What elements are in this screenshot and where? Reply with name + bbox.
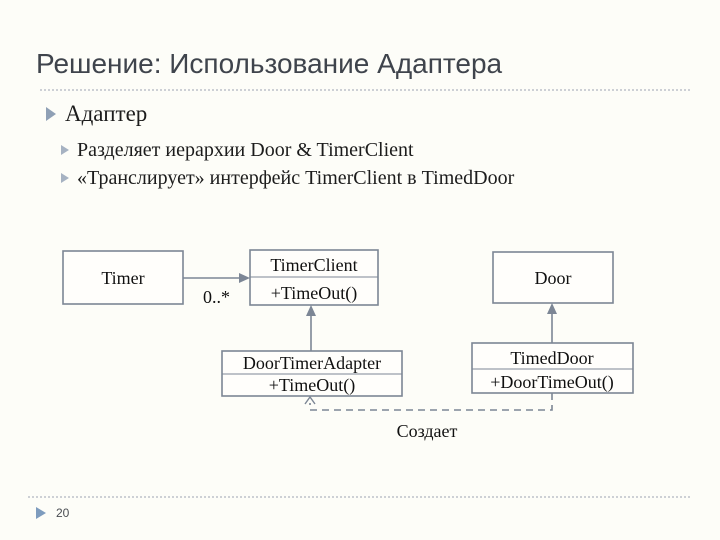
class-box-timer: Timer	[62, 250, 184, 305]
class-method-doortimeout: +DoorTimeOut()	[490, 372, 614, 393]
association-timer-timerclient: 0..*	[183, 273, 250, 307]
inheritance-adapter-timerclient	[306, 305, 316, 351]
bullet-text: «Транслирует» интерфейс TimerClient в Ti…	[77, 167, 515, 189]
creates-label: Создает	[397, 421, 458, 441]
bullet-text: Разделяет иерархии Door & TimerClient	[77, 139, 414, 161]
slide-title: Решение: Использование Адаптера	[36, 48, 503, 79]
class-box-timerclient: TimerClient +TimeOut()	[249, 249, 379, 306]
arrowhead-open-up-icon	[304, 395, 316, 405]
class-name-doortimeradapter: DoorTimerAdapter	[243, 353, 381, 373]
class-box-door: Door	[492, 251, 614, 304]
class-method-timeout: +TimeOut()	[271, 283, 358, 304]
inheritance-timeddoor-door	[547, 303, 557, 343]
arrowhead-up-icon	[547, 303, 557, 314]
multiplicity-label: 0..*	[203, 287, 230, 307]
class-box-timeddoor: TimedDoor +DoorTimeOut()	[471, 342, 634, 394]
page-number: 20	[56, 506, 70, 520]
footer-separator	[28, 496, 690, 498]
class-method-timeout-adapter: +TimeOut()	[269, 375, 356, 396]
class-name-timerclient: TimerClient	[270, 255, 357, 275]
bullet-arrow-icon	[61, 173, 69, 183]
arrowhead-right-icon	[239, 273, 250, 283]
arrowhead-up-icon	[306, 305, 316, 316]
class-name-timer: Timer	[101, 268, 144, 288]
bullet-text: Адаптер	[65, 101, 148, 126]
footer-arrow-icon	[36, 507, 46, 519]
bullet-item-separates: Разделяет иерархии Door & TimerClient	[61, 139, 414, 162]
class-name-door: Door	[535, 268, 572, 288]
dependency-timeddoor-adapter: Создает	[304, 393, 553, 441]
class-box-doortimeradapter: DoorTimerAdapter +TimeOut()	[221, 350, 403, 397]
bullet-item-translates: «Транслирует» интерфейс TimerClient в Ti…	[61, 167, 514, 190]
bullet-arrow-icon	[46, 107, 56, 121]
title-separator	[40, 89, 690, 91]
bullet-arrow-icon	[61, 145, 69, 155]
bullet-item-adapter: Адаптер	[46, 101, 147, 127]
class-name-timeddoor: TimedDoor	[510, 348, 593, 368]
